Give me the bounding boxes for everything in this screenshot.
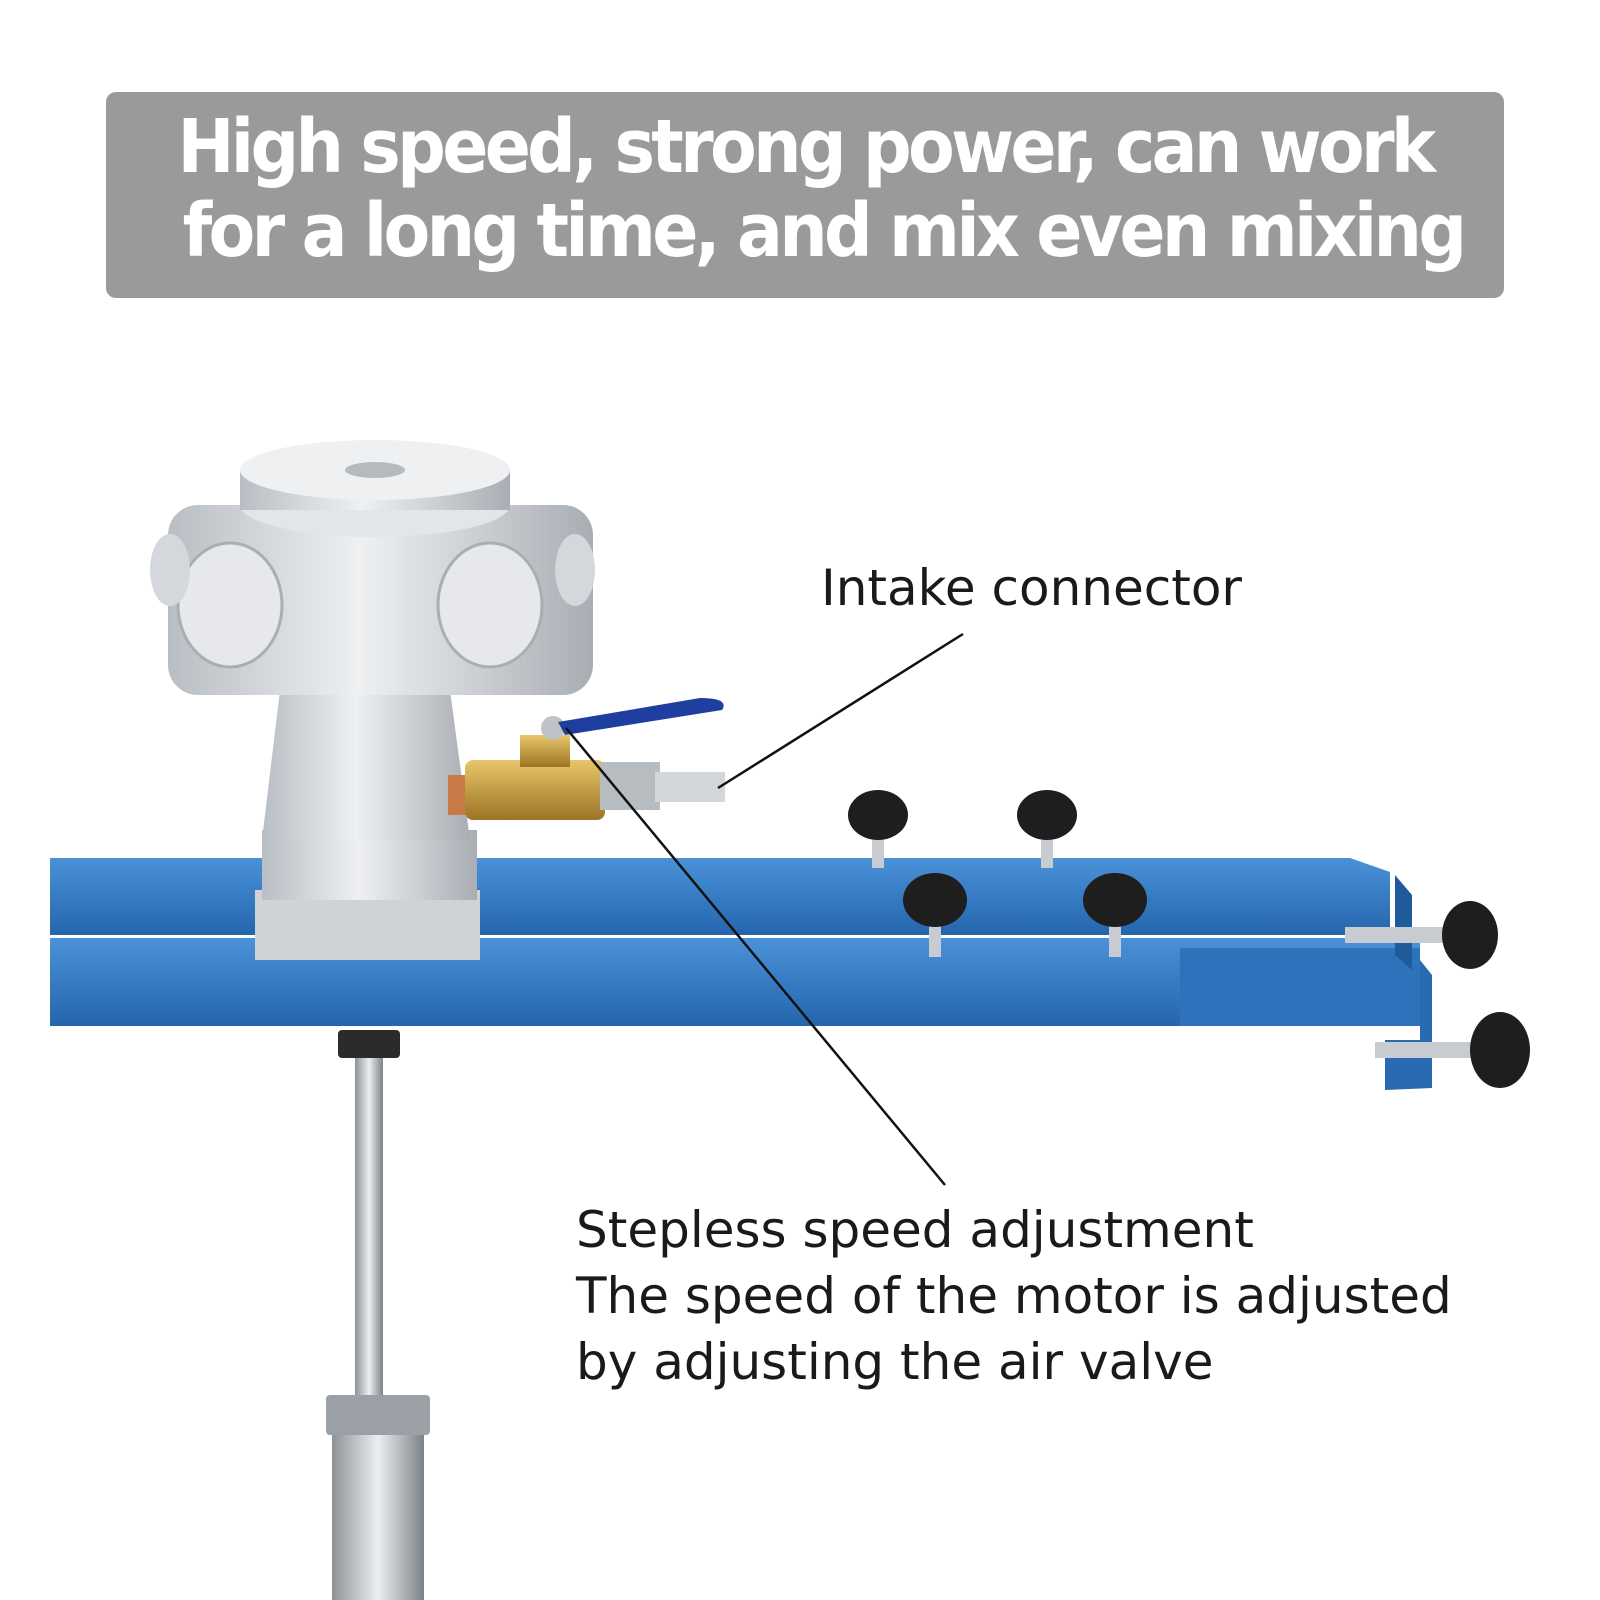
air-motor <box>150 440 595 960</box>
leader-lines <box>565 632 964 1186</box>
headline-line-2: for a long time, and mix even mixing <box>182 188 1467 274</box>
speed-adjustment-line-2: The speed of the motor is adjusted <box>576 1267 1452 1325</box>
clamp-knobs <box>848 790 1530 1088</box>
intake-connector-label: Intake connector <box>821 559 1242 617</box>
headline-line-1: High speed, strong power, can work <box>177 104 1436 190</box>
speed-adjustment-line-3: by adjusting the air valve <box>576 1333 1214 1391</box>
headline-banner: High speed, strong power, can work for a… <box>106 92 1504 298</box>
air-valve <box>448 698 725 820</box>
mixer-shaft <box>326 1030 430 1600</box>
speed-adjustment-title: Stepless speed adjustment <box>576 1201 1254 1259</box>
speed-adjustment-callout: Stepless speed adjustment The speed of t… <box>576 1197 1452 1395</box>
